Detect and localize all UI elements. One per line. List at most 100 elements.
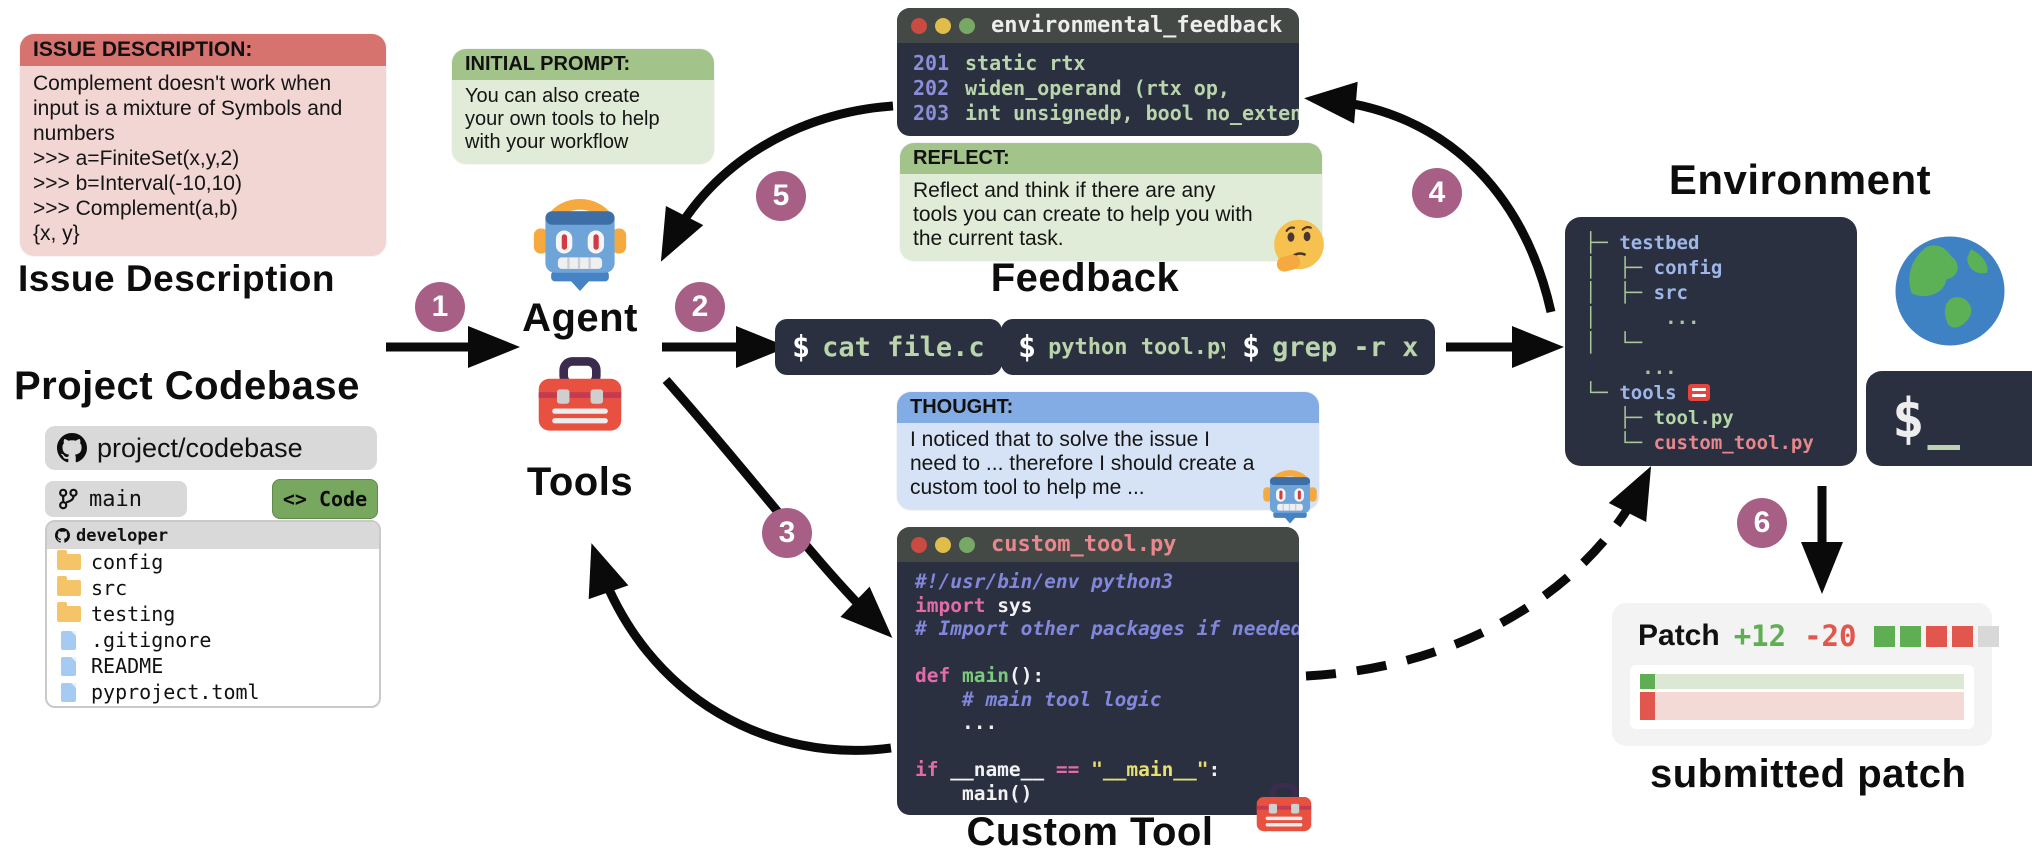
submitted-patch-label: submitted patch (1650, 752, 1967, 796)
custom-tool-label: Custom Tool (966, 810, 1214, 852)
line-code: static rtx (965, 51, 1086, 75)
initial-prompt-header: INITIAL PROMPT: (452, 49, 714, 80)
repo-file-row[interactable]: src (47, 575, 379, 601)
patch-card: Patch +12 -20 (1612, 603, 2000, 746)
issue-description-header: ISSUE DESCRIPTION: (20, 34, 386, 66)
folder-icon (57, 602, 81, 622)
file-name: testing (91, 602, 176, 626)
file-name: pyproject.toml (91, 680, 260, 704)
file-name: config (91, 550, 164, 574)
tools-robot-icon (1687, 384, 1710, 401)
repo-file-row[interactable]: testing (47, 601, 379, 627)
maximize-traffic-light[interactable] (959, 536, 975, 553)
feedback-label: Feedback (990, 256, 1180, 300)
minimize-traffic-light[interactable] (935, 536, 951, 553)
reflect-header: REFLECT: (900, 143, 1322, 174)
project-codebase-label: Project Codebase (14, 364, 360, 408)
deletions-bar (1640, 692, 1964, 720)
file-icon (61, 682, 76, 702)
thought-box: THOUGHT: I noticed that to solve the iss… (897, 392, 1319, 510)
branch-pill[interactable]: main (45, 481, 187, 517)
shell-terminal-icon: $ _ (1866, 371, 2032, 466)
repo-owner: developer (76, 525, 169, 546)
terminal-cat-command: $ cat file.c (775, 319, 1002, 375)
step-2-badge: 2 (675, 282, 725, 332)
shell-cursor: _ (1927, 387, 1961, 450)
repo-file-row[interactable]: .gitignore (47, 627, 379, 653)
repo-name: project/codebase (97, 432, 303, 463)
branch-icon (57, 488, 79, 510)
reflect-box: REFLECT: Reflect and think if there are … (900, 143, 1322, 261)
file-name: src (91, 576, 128, 600)
tools-label: Tools (526, 460, 634, 504)
minimize-traffic-light[interactable] (935, 17, 951, 34)
step-4-badge: 4 (1412, 168, 1462, 218)
diff-square (1952, 625, 1974, 647)
line-number: 203 (913, 101, 950, 125)
patch-header: Patch +12 -20 (1612, 603, 2000, 655)
additions-bar (1640, 674, 1964, 689)
file-icon (61, 656, 76, 676)
line-code: widen_operand (rtx op, (965, 76, 1230, 100)
diff-square (1874, 625, 1896, 647)
thinking-face-emoji (1268, 216, 1330, 278)
thought-header: THOUGHT: (897, 392, 1319, 423)
repo-file-row[interactable]: pyproject.toml (47, 679, 379, 705)
environmental-feedback-title: environmental_feedback (991, 13, 1283, 38)
diff-square (1900, 625, 1922, 647)
diff-square (1926, 625, 1948, 647)
custom-tool-titlebar: custom_tool.py (897, 527, 1299, 562)
issue-description-label: Issue Description (18, 258, 335, 299)
patch-additions: +12 (1733, 619, 1787, 653)
custom-tool-title: custom_tool.py (991, 532, 1177, 557)
issue-description-box: ISSUE DESCRIPTION: Complement doesn't wo… (20, 34, 386, 256)
patch-deletions: -20 (1804, 619, 1857, 653)
earth-emoji (1892, 233, 2008, 349)
code-line: 202 widen_operand (rtx op, (913, 76, 1283, 101)
patch-word: Patch (1638, 619, 1720, 652)
close-traffic-light[interactable] (911, 17, 927, 34)
repo-file-row[interactable]: README (47, 653, 379, 679)
file-icon (61, 630, 76, 650)
command-text: grep -r x (1272, 331, 1419, 363)
close-traffic-light[interactable] (911, 536, 927, 553)
arrow-agent-to-customtool (662, 377, 893, 638)
step-1-badge: 1 (415, 282, 465, 332)
diff-bars (1630, 665, 1974, 729)
environmental-feedback-titlebar: environmental_feedback (897, 8, 1299, 43)
step-3-badge: 3 (762, 508, 812, 558)
folder-icon (57, 550, 81, 570)
step-6-badge: 6 (1737, 498, 1787, 548)
environment-file-tree: ├─ testbed│ ├─ config│ ├─ src│ ...│ └─ .… (1565, 217, 1857, 466)
arrow-customtool-to-env-dashed (1305, 466, 1652, 681)
maximize-traffic-light[interactable] (959, 17, 975, 34)
repo-pill[interactable]: project/codebase (45, 426, 377, 470)
line-number: 202 (913, 76, 950, 100)
prompt-symbol: $ (792, 329, 811, 365)
agent-robot-emoji (531, 192, 629, 292)
command-text: python tool.py (1048, 334, 1234, 360)
terminal-python-command: $ python tool.py (1001, 319, 1251, 375)
diff-squares (1874, 625, 2000, 647)
toolbox-emoji (532, 352, 628, 442)
repo-file-row[interactable]: config (47, 549, 379, 575)
file-name: README (91, 654, 164, 678)
file-browser-header: developer (47, 522, 379, 549)
environment-label: Environment (1668, 156, 1932, 203)
octocat-icon (55, 528, 70, 543)
shell-prompt: $ (1892, 387, 1925, 450)
prompt-symbol: $ (1242, 329, 1261, 365)
custom-tool-toolbox-emoji (1252, 783, 1316, 835)
code-button[interactable]: <> Code (272, 479, 378, 519)
prompt-symbol: $ (1018, 329, 1037, 365)
command-text: cat file.c (822, 331, 985, 363)
